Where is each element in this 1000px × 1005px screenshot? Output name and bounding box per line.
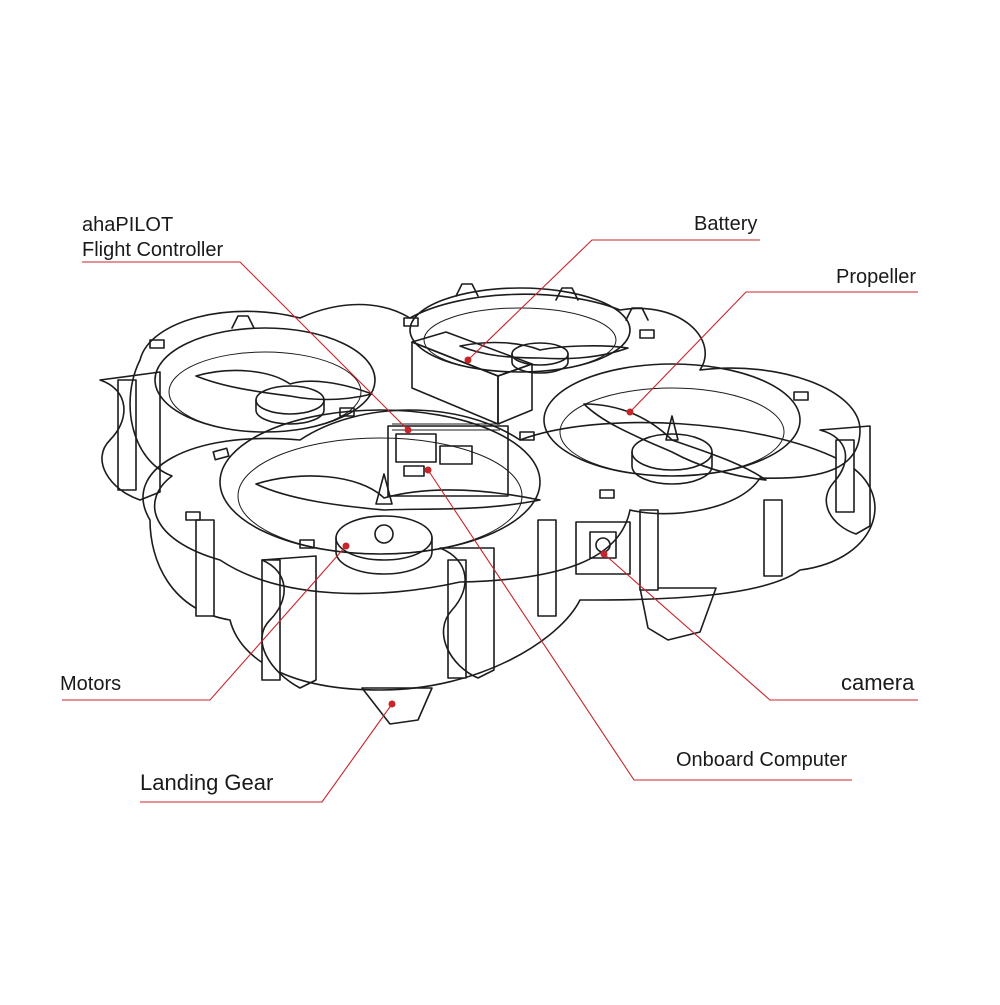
leader-battery (467, 239, 760, 361)
camera-label: camera (841, 670, 915, 695)
frame-slots (149, 317, 809, 549)
motor-front-left (335, 515, 433, 575)
landing-gear-label: Landing Gear (140, 770, 274, 795)
leader-motors (62, 545, 347, 701)
propeller-right (583, 403, 767, 481)
camera-module (575, 521, 631, 575)
frame-top-tabs (231, 283, 649, 329)
frame-rings (154, 287, 801, 555)
propeller-spinner-front (375, 473, 393, 505)
propeller-rear-right (459, 341, 629, 360)
propeller-front-left (255, 475, 541, 511)
leader-landing-gear (140, 703, 393, 803)
electronics-stack (387, 423, 509, 497)
motor-right (631, 433, 713, 485)
dot-battery (464, 356, 472, 364)
leader-camera (603, 553, 918, 701)
onboard-computer-label: Onboard Computer (676, 749, 848, 771)
leader-propeller (629, 291, 918, 413)
dot-flight-controller (404, 426, 412, 434)
propeller-spinner-right (665, 415, 679, 441)
leader-lines (62, 239, 918, 803)
leader-onboard-computer (427, 469, 852, 781)
frame-posts (117, 379, 855, 681)
frame-side-ribs (99, 371, 871, 689)
motor-rear-right (511, 342, 569, 374)
dot-camera (600, 550, 608, 558)
motor-rear-left (255, 385, 325, 425)
motors-label: Motors (60, 673, 122, 695)
dot-landing-gear (388, 700, 396, 708)
landing-gear-front (361, 687, 433, 725)
dot-motors (342, 542, 350, 550)
dot-propeller (626, 408, 634, 416)
flight-controller-label-line2: Flight Controller (82, 239, 224, 261)
flight-controller-label-line1: ahaPILOT (82, 214, 174, 236)
frame-upper-deck (129, 293, 861, 595)
leader-flight-controller (82, 261, 409, 431)
propeller-rear-left (195, 369, 373, 401)
battery-label: Battery (694, 213, 758, 235)
propeller-label: Propeller (836, 266, 917, 288)
landing-gear-rear (639, 587, 717, 641)
leader-dots (342, 356, 634, 708)
dot-onboard-computer (424, 466, 432, 474)
